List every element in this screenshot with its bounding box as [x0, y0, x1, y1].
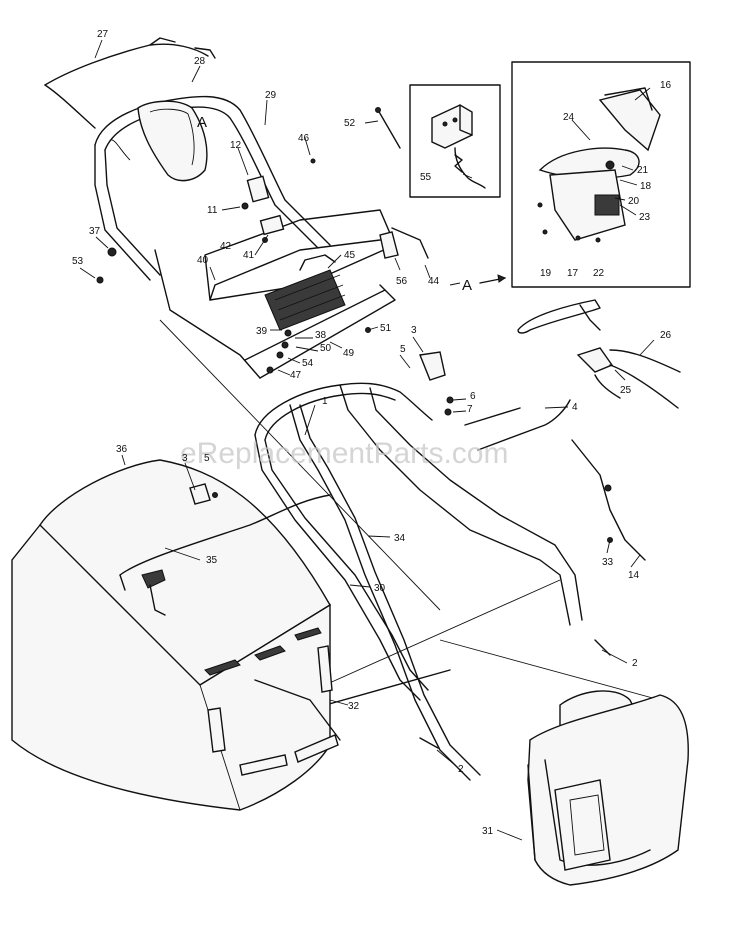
- part-label: 37: [89, 226, 101, 237]
- part-label: 28: [194, 56, 206, 67]
- lower-handle: [254, 382, 583, 701]
- cable: [464, 399, 571, 451]
- part-label: 31: [482, 826, 494, 837]
- part-label: 23: [639, 212, 651, 223]
- part-label: 53: [72, 256, 84, 267]
- part-label: 49: [343, 348, 355, 359]
- part-label: 55: [420, 172, 432, 183]
- part-label: 25: [620, 385, 632, 396]
- part-label: 20: [628, 196, 640, 207]
- part-label: 24: [563, 112, 575, 123]
- part-label: 41: [243, 250, 255, 261]
- callout-marker: A: [462, 277, 472, 294]
- part-label: 54: [302, 358, 314, 369]
- part-label: 18: [640, 181, 652, 192]
- part-label: 14: [628, 570, 640, 581]
- part-label: 56: [396, 276, 408, 287]
- part-label: 30: [374, 583, 386, 594]
- part-label: 29: [265, 90, 277, 101]
- handle-rod: [289, 404, 481, 781]
- part-label: 6: [470, 391, 476, 402]
- detail-a-inset: [511, 61, 691, 288]
- part-label: 21: [637, 165, 649, 176]
- handle-bracket: [419, 351, 446, 381]
- repeat-labels: 3 5 2: [182, 453, 464, 775]
- part-label: 5: [400, 344, 406, 355]
- part-label: 3: [411, 325, 417, 336]
- part-label: 36: [116, 444, 128, 455]
- part-label: 1: [322, 396, 328, 407]
- part-labels: 27 28 29 52 55 16 24 21 18 20 23 19 17 2…: [72, 29, 672, 837]
- part-label: 5: [204, 453, 210, 464]
- part-label: 32: [348, 701, 360, 712]
- fuse-holder: [259, 214, 285, 236]
- part-label: 2: [632, 658, 638, 669]
- charger-inset: [409, 84, 501, 198]
- part-label: 40: [197, 255, 209, 266]
- part-label: 7: [467, 404, 473, 415]
- plug-cover: [379, 227, 429, 259]
- part-label: 22: [593, 268, 605, 279]
- watermark: eReplacementParts.com: [180, 437, 508, 470]
- part-label: 2: [458, 764, 464, 775]
- callout-arrow: [479, 274, 507, 284]
- upper-handle: [94, 95, 331, 281]
- part-label: 17: [567, 268, 579, 279]
- part-label: 11: [207, 205, 218, 216]
- grass-bag: [11, 459, 341, 811]
- part-label: 44: [428, 276, 440, 287]
- part-label: 47: [290, 370, 302, 381]
- part-label: 12: [230, 140, 242, 151]
- leader-lines: [79, 39, 655, 841]
- part-label: 50: [320, 343, 332, 354]
- part-label: 3: [182, 453, 188, 464]
- inset-marker: A: [197, 114, 207, 131]
- part-label: 27: [97, 29, 109, 40]
- part-label: 35: [206, 555, 218, 566]
- part-label: 33: [602, 557, 614, 568]
- part-label: 42: [220, 241, 232, 252]
- battery-pack: [264, 254, 346, 331]
- part-label: 38: [315, 330, 327, 341]
- cable-tie: [375, 107, 401, 149]
- part-label: 52: [344, 118, 356, 129]
- switch-cover: [246, 175, 270, 203]
- upper-handle-cable: [44, 37, 216, 129]
- part-label: 19: [540, 268, 552, 279]
- part-label: 45: [344, 250, 356, 261]
- throttle-cable: [571, 439, 646, 561]
- part-label: 39: [256, 326, 268, 337]
- part-label: 4: [572, 402, 578, 413]
- part-label: 51: [380, 323, 392, 334]
- part-label: 26: [660, 330, 672, 341]
- part-label: 16: [660, 80, 672, 91]
- part-label: 46: [298, 133, 310, 144]
- part-label: 34: [394, 533, 406, 544]
- battery-case: [527, 690, 689, 886]
- hardware: [96, 158, 454, 416]
- bail-lever: [517, 299, 601, 334]
- control-cables: [576, 347, 681, 409]
